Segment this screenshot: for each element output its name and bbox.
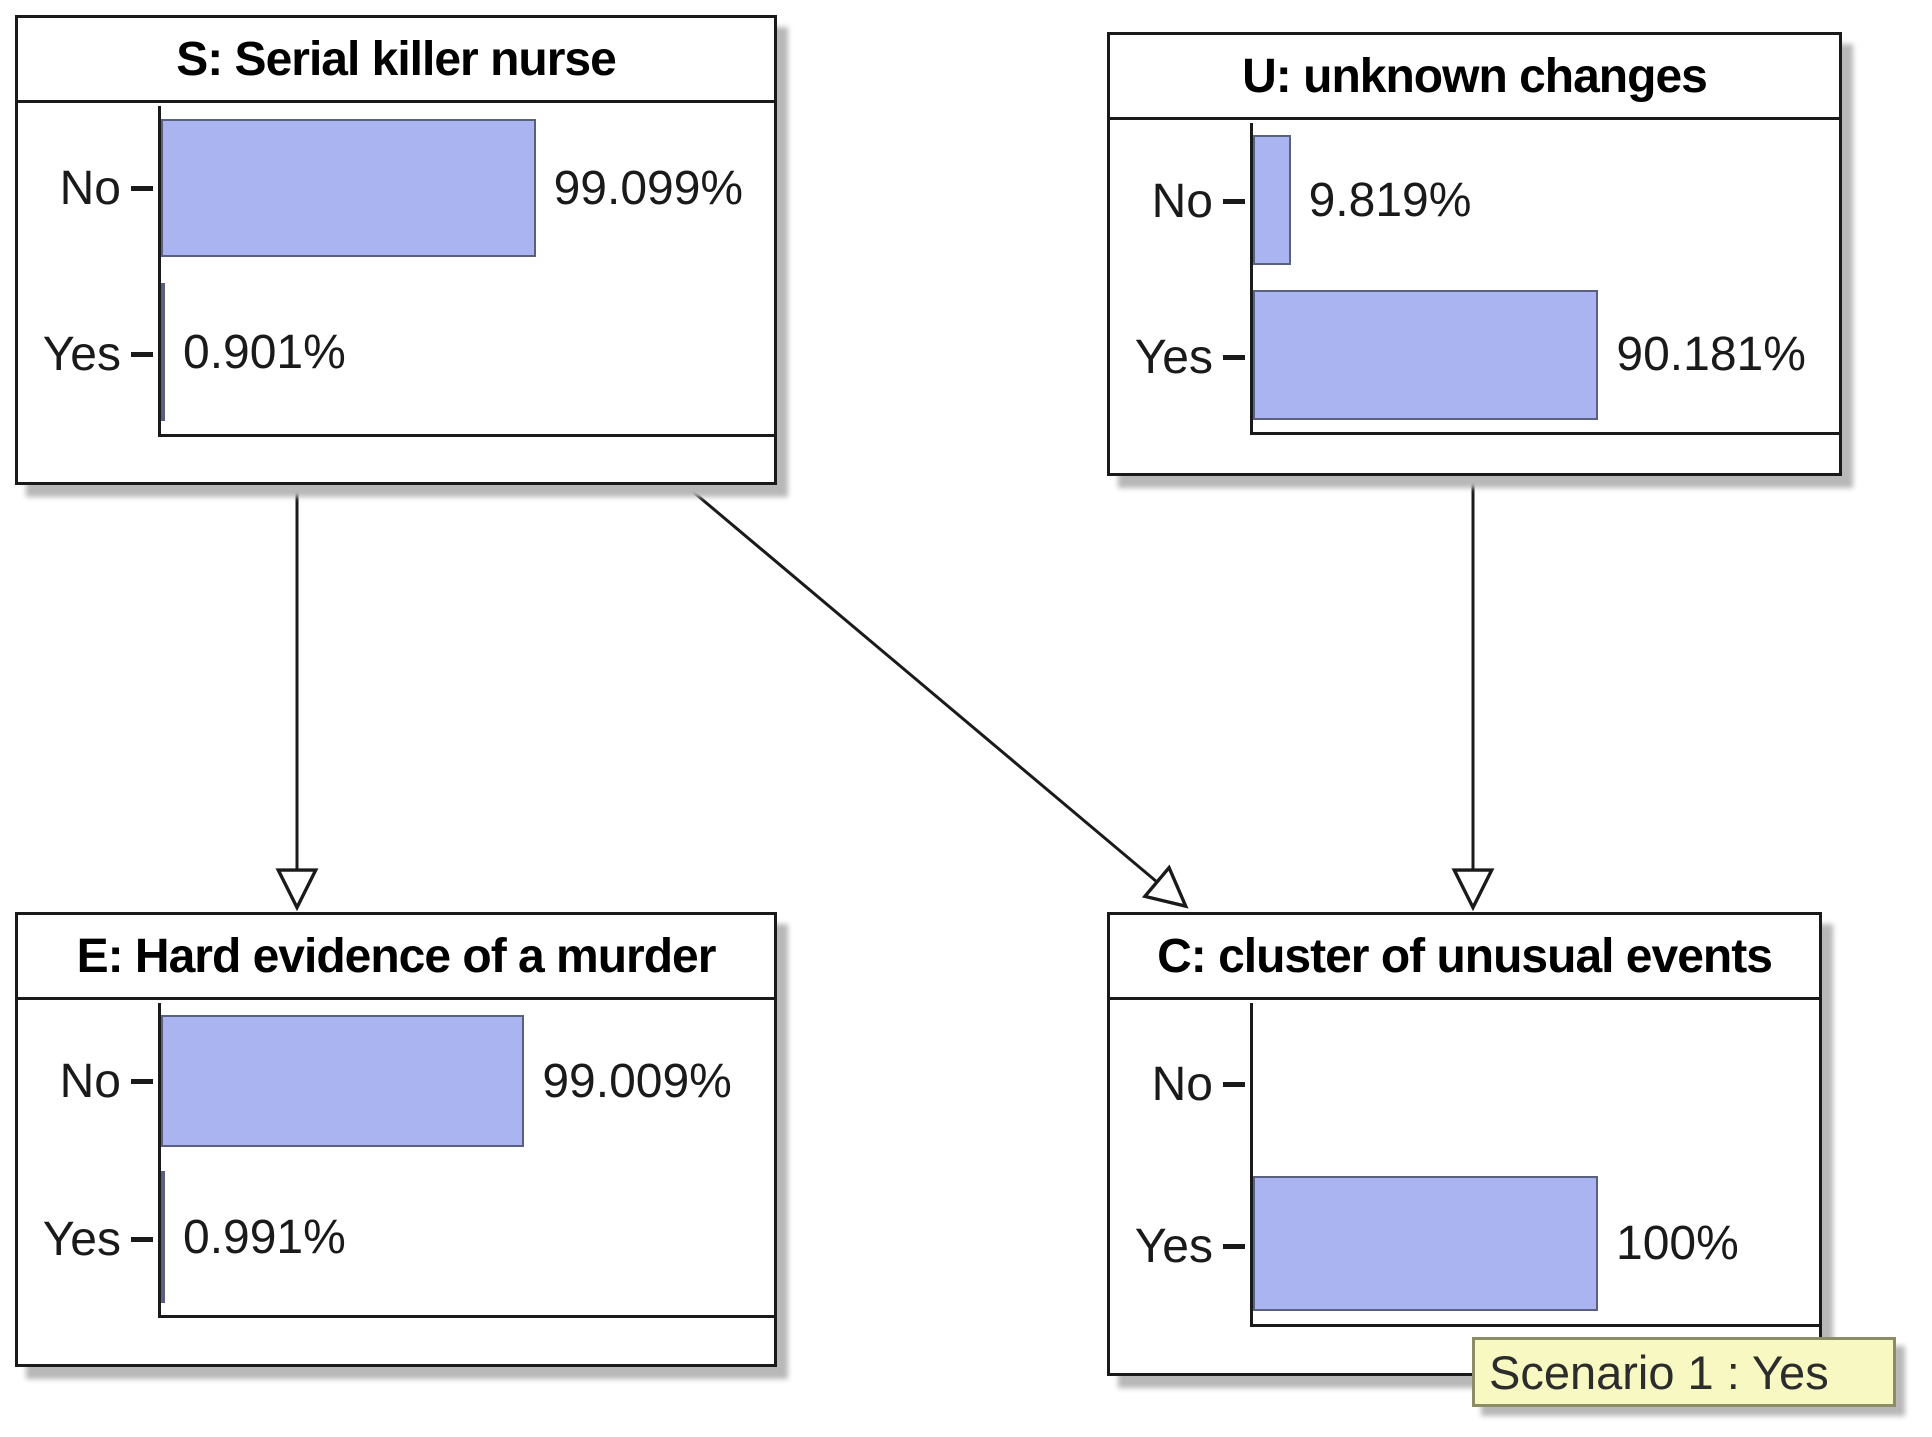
node-hard-evidence-of-murder[interactable]: E: Hard evidence of a murder No Yes 99.0… [15,912,777,1367]
bar-row-no [1253,1003,1819,1164]
probability-value-no: 9.819% [1308,173,1472,227]
probability-value-yes: 0.901% [183,325,346,379]
state-labels-column: No Yes [1110,1003,1250,1327]
bar-row-yes: 0.901% [161,270,774,434]
node-title: S: Serial killer nurse [18,18,774,103]
node-chart: No Yes 99.009% 0.991% [18,1003,774,1364]
probability-bar-no [161,119,536,257]
state-label-text: No [59,1055,121,1109]
node-title: C: cluster of unusual events [1110,915,1819,1000]
state-label-text: No [1151,1057,1213,1111]
state-label-text: Yes [42,1212,121,1266]
state-labels-column: No Yes [18,1003,158,1318]
state-label-yes: Yes [1110,1165,1250,1327]
state-label-text: Yes [1134,1219,1213,1273]
bar-plot: 99.009% 0.991% [158,1003,774,1318]
axis-tick [1223,198,1245,204]
state-label-yes: Yes [18,1161,158,1319]
scenario-tooltip-text: Scenario 1 : Yes [1489,1345,1829,1399]
axis-tick [1223,1243,1245,1249]
state-labels-column: No Yes [1110,123,1250,435]
node-chart: No Yes 99.099% 0.901% [18,106,774,482]
edge-s-to-c [684,483,1189,909]
axis-tick [131,1236,153,1242]
bar-row-yes: 100% [1253,1164,1819,1325]
probability-value-no: 99.099% [553,161,744,215]
axis-tick [1223,354,1245,360]
state-label-yes: Yes [18,272,158,438]
node-unknown-changes[interactable]: U: unknown changes No Yes 9.819% [1107,32,1842,476]
state-label-text: Yes [42,327,121,381]
bar-row-no: 99.099% [161,106,774,270]
bar-row-no: 99.009% [161,1003,774,1159]
probability-value-yes: 90.181% [1616,328,1806,382]
axis-tick [131,186,153,192]
scenario-tooltip: Scenario 1 : Yes [1472,1337,1896,1407]
state-label-text: No [1151,174,1213,228]
axis-tick [131,1079,153,1085]
probability-value-yes: 0.991% [183,1210,346,1264]
state-label-text: Yes [1134,330,1213,384]
probability-bar-yes [1253,1176,1598,1312]
node-title: U: unknown changes [1110,35,1839,120]
state-label-text: No [59,162,121,216]
probability-bar-yes [161,1171,165,1303]
probability-bar-yes [1253,289,1599,420]
state-label-no: No [18,1003,158,1161]
probability-bar-yes [161,283,165,421]
state-label-no: No [1110,123,1250,279]
bar-plot: 9.819% 90.181% [1250,123,1839,435]
probability-bar-no [161,1015,525,1147]
probability-bar-no [1253,135,1291,266]
node-chart: No Yes 9.819% 90.181% [1110,123,1839,473]
state-labels-column: No Yes [18,106,158,437]
node-serial-killer-nurse[interactable]: S: Serial killer nurse No Yes 99.099% [15,15,777,485]
probability-value-no: 99.009% [542,1054,732,1108]
bar-row-yes: 0.991% [161,1159,774,1315]
state-label-yes: Yes [1110,279,1250,435]
probability-value-yes: 100% [1616,1217,1739,1271]
node-chart: No Yes 100% [1110,1003,1819,1373]
axis-tick [1223,1081,1245,1087]
node-cluster-of-unusual-events[interactable]: C: cluster of unusual events No Yes [1107,912,1822,1376]
state-label-no: No [1110,1003,1250,1165]
bar-plot: 99.099% 0.901% [158,106,774,437]
bar-row-no: 9.819% [1253,123,1839,278]
bar-plot: 100% [1250,1003,1819,1327]
state-label-no: No [18,106,158,272]
bar-row-yes: 90.181% [1253,278,1839,433]
axis-tick [131,351,153,357]
node-title: E: Hard evidence of a murder [18,915,774,1000]
